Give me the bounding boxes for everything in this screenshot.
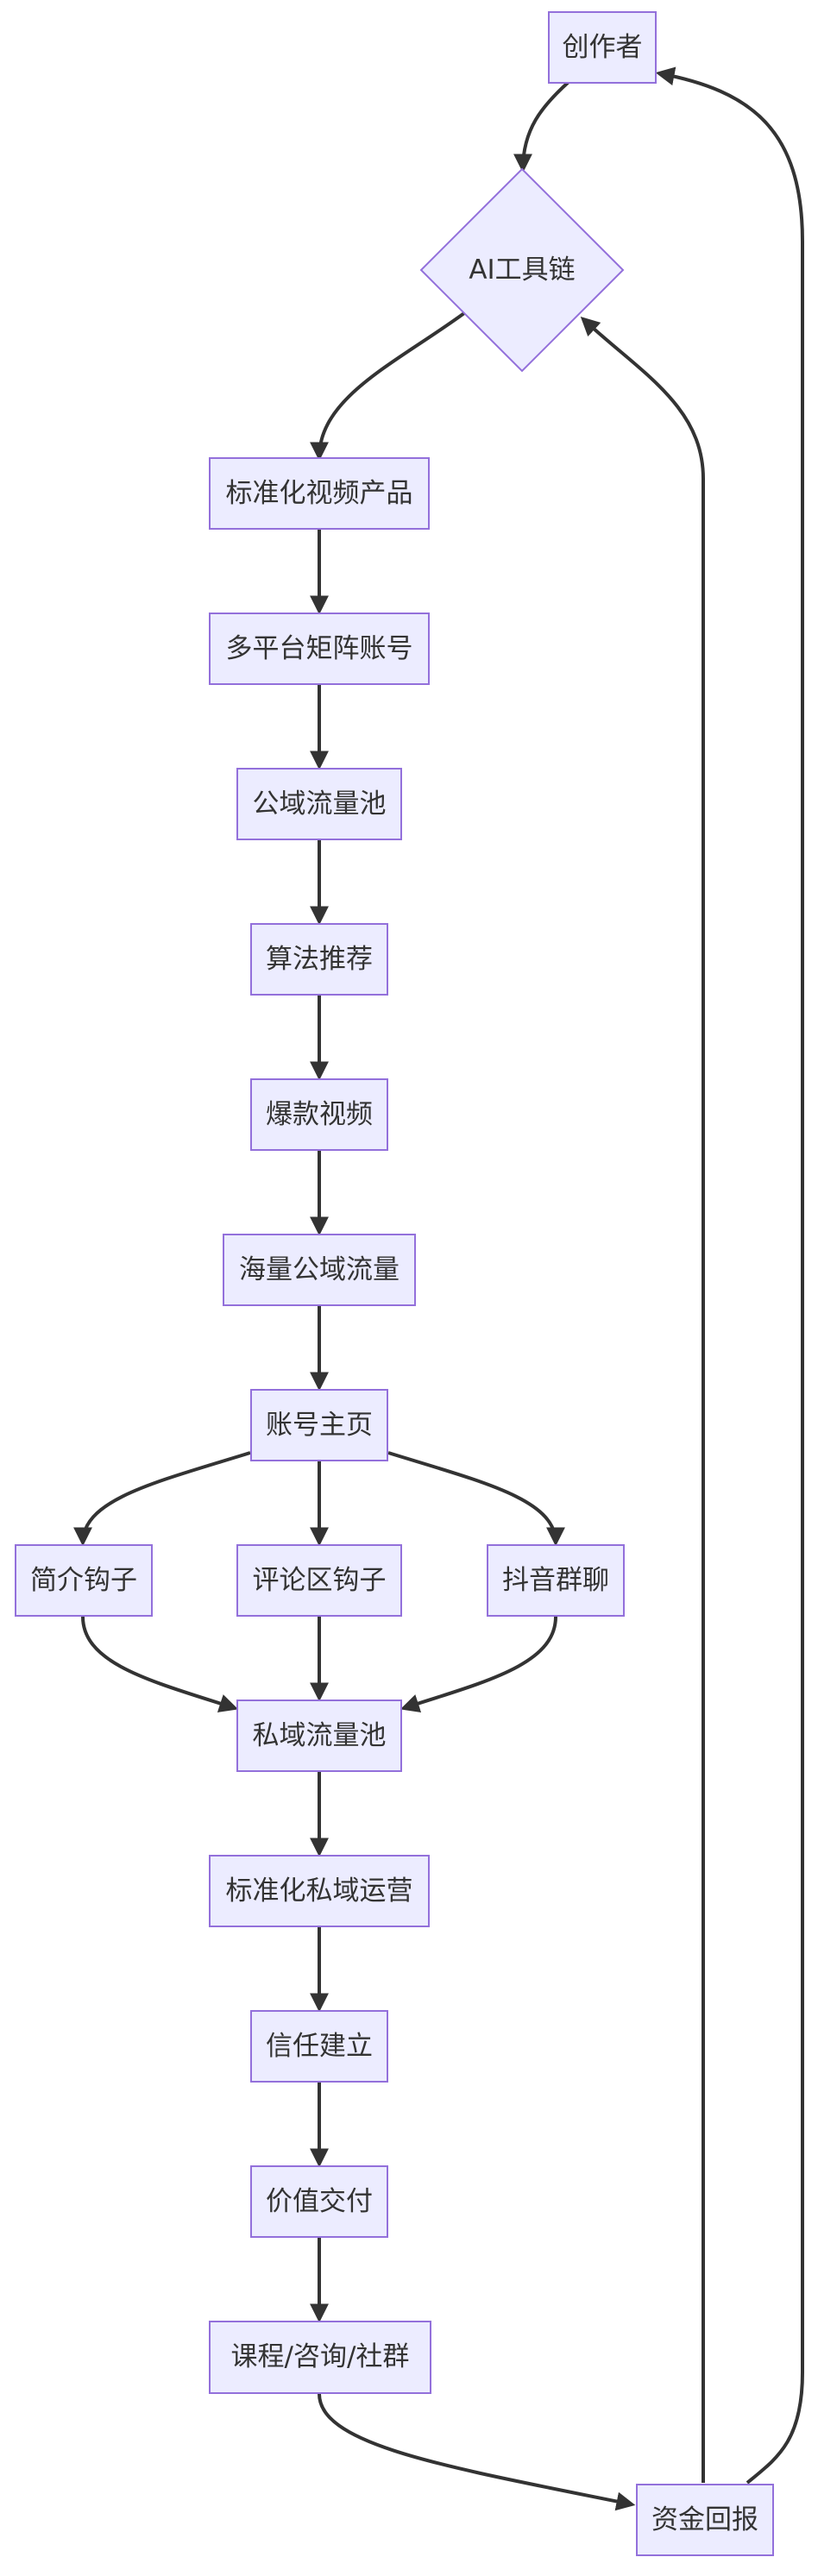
node-ai-toolchain-label: AI工具链: [469, 254, 575, 286]
node-homepage-label: 账号主页: [266, 1410, 373, 1441]
edges: [73, 66, 804, 2511]
node-private-ops: 标准化私域运营: [209, 1855, 430, 1927]
edge-homepage-to-douyin-group: [387, 1451, 565, 1547]
node-creator-label: 创作者: [563, 32, 643, 63]
edge-capital-return-to-creator: [655, 66, 804, 2485]
node-creator: 创作者: [548, 11, 657, 84]
node-massive-traffic: 海量公域流量: [223, 1234, 416, 1306]
node-trust-label: 信任建立: [266, 2031, 373, 2062]
edge-ai-toolchain-to-standard-video: [310, 311, 466, 462]
edge-creator-to-ai-toolchain: [513, 80, 570, 173]
node-comment-hook: 评论区钩子: [236, 1544, 402, 1617]
node-trust: 信任建立: [250, 2010, 388, 2083]
node-value-delivery: 价值交付: [250, 2165, 388, 2238]
edge-douyin-group-to-private-pool: [400, 1616, 557, 1713]
node-massive-traffic-label: 海量公域流量: [239, 1254, 400, 1285]
node-standard-video: 标准化视频产品: [209, 457, 430, 530]
node-douyin-group: 抖音群聊: [487, 1544, 625, 1617]
node-products: 课程/咨询/社群: [209, 2321, 431, 2394]
node-viral-video: 爆款视频: [250, 1078, 388, 1151]
node-homepage: 账号主页: [250, 1389, 388, 1461]
node-viral-video-label: 爆款视频: [266, 1099, 373, 1130]
node-value-delivery-label: 价值交付: [266, 2186, 373, 2217]
node-public-pool-label: 公域流量池: [253, 789, 387, 820]
node-capital-return-label: 资金回报: [651, 2504, 758, 2535]
node-private-pool: 私域流量池: [236, 1700, 402, 1772]
node-matrix-accounts-label: 多平台矩阵账号: [226, 633, 413, 664]
node-algorithm: 算法推荐: [250, 923, 388, 996]
node-ai-toolchain: AI工具链: [419, 167, 625, 373]
edge-capital-return-to-ai-toolchain: [580, 316, 705, 2483]
edge-homepage-to-bio-hook: [73, 1451, 251, 1547]
node-public-pool: 公域流量池: [236, 768, 402, 840]
edge-bio-hook-to-private-pool: [81, 1616, 239, 1713]
node-products-label: 课程/咨询/社群: [231, 2341, 410, 2372]
node-matrix-accounts: 多平台矩阵账号: [209, 613, 430, 685]
node-douyin-group-label: 抖音群聊: [502, 1565, 609, 1596]
node-algorithm-label: 算法推荐: [266, 944, 373, 975]
node-bio-hook-label: 简介钩子: [30, 1565, 137, 1596]
node-comment-hook-label: 评论区钩子: [253, 1565, 387, 1596]
node-bio-hook: 简介钩子: [15, 1544, 153, 1617]
node-private-ops-label: 标准化私域运营: [226, 1875, 413, 1907]
edge-products-to-capital-return: [318, 2393, 636, 2511]
node-standard-video-label: 标准化视频产品: [226, 478, 413, 509]
node-private-pool-label: 私域流量池: [253, 1720, 387, 1751]
node-capital-return: 资金回报: [636, 2484, 774, 2556]
